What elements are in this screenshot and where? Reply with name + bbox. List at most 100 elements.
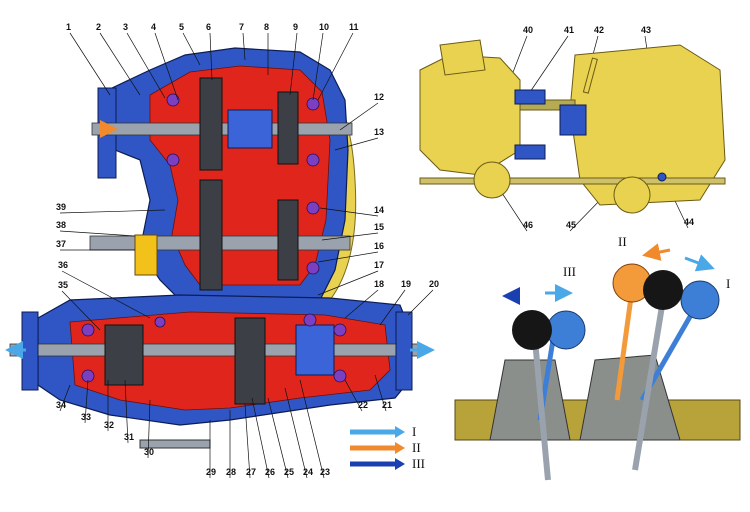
cardan-joint-41 [514,89,546,105]
callout-24: 24 [303,467,313,477]
mount-45 [613,176,651,214]
callout-leader-20 [407,289,434,316]
left-boot [489,359,571,441]
callout-16: 16 [374,241,384,251]
legend-label-3: III [412,456,425,471]
coupling-sleeve-1 [227,109,273,149]
callout-leader-25 [267,397,289,479]
callout-28: 28 [226,467,236,477]
callout-leader-38 [59,230,136,237]
coupling-sleeve-2 [295,324,335,376]
callout-leader-22 [344,379,363,412]
legend-label-2: II [412,440,421,455]
callout-leader-21 [374,374,387,412]
callout-15: 15 [374,222,384,232]
callout-20: 20 [429,279,439,289]
bearings [81,93,347,383]
diff-gear [234,317,266,405]
bellhousing [439,39,486,76]
lever-43 [582,57,598,94]
cardan-joint-lower [514,144,546,160]
callout-23: 23 [320,467,330,477]
lever-ghost-blue-left [546,310,586,350]
callout-46: 46 [523,220,533,230]
callout-leader-24 [284,387,308,479]
callout-40: 40 [523,25,533,35]
legend-arrowhead-1 [395,426,405,438]
callout-leader-30 [147,399,151,459]
output-gear [104,324,144,386]
callout-leader-2 [99,32,141,96]
legend-label-1: I [412,424,416,439]
callout-14: 14 [374,205,384,215]
vehicle-drivetrain-view [419,39,726,214]
callout-leader-36 [61,270,151,319]
callout-44: 44 [684,217,694,227]
callout-11: 11 [349,22,359,32]
callout-leader-6 [209,32,213,81]
callout-38: 38 [56,220,66,230]
right-boot [579,354,681,441]
callout-5: 5 [179,22,184,32]
bracket-44 [657,172,667,182]
callout-leader-1 [69,32,111,96]
lever-knob-left [512,310,552,350]
callout-17: 17 [374,260,384,270]
gear-upper-right [277,91,299,165]
output-shaft [9,343,421,357]
callout-leader-12 [339,102,379,131]
shift-lever-diagram: III II I [454,234,741,481]
callout-37: 37 [56,239,66,249]
callout-13: 13 [374,127,384,137]
callout-1: 1 [66,22,71,32]
callout-7: 7 [239,22,244,32]
callout-leader-16 [317,251,379,263]
callout-2: 2 [96,22,101,32]
callout-leader-39 [59,209,166,214]
frame-rail [419,177,726,185]
callout-leader-14 [319,207,379,217]
callout-leader-13 [334,137,379,151]
callout-41: 41 [564,25,574,35]
lever-knob-right [643,270,683,310]
front-pump [134,234,158,276]
gear-mid-right [277,199,299,281]
callout-29: 29 [206,467,216,477]
callout-30: 30 [144,447,154,457]
callout-31: 31 [124,432,134,442]
gear-upper-left [199,77,223,171]
callout-leader-33 [84,379,89,424]
gearbox-body [419,54,521,176]
callout-leader-34 [59,384,71,412]
callout-leader-41 [527,35,569,96]
mount-46 [473,161,511,199]
callout-33: 33 [81,412,91,422]
output-flange-right [395,311,413,391]
callout-21: 21 [382,400,392,410]
callout-12: 12 [374,92,384,102]
callout-45: 45 [566,220,576,230]
callout-leader-11 [317,32,354,101]
callout-leader-15 [321,232,379,241]
callout-leader-3 [126,32,166,99]
callout-leader-35 [61,290,101,331]
callout-leader-5 [182,32,201,66]
callout-10: 10 [319,22,329,32]
callout-32: 32 [104,420,114,430]
callout-leader-23 [299,379,325,479]
cardan-joint-42 [559,104,587,136]
callout-leader-26 [251,397,270,479]
legend-arrowhead-3 [395,458,405,470]
callout-leader-31 [124,379,129,444]
callout-22: 22 [358,400,368,410]
callout-9: 9 [293,22,298,32]
lever-label-II: II [618,234,627,249]
callout-8: 8 [264,22,269,32]
transfer-case-section [5,47,435,449]
legend-arrowhead-2 [395,442,405,454]
callout-35: 35 [58,280,68,290]
lever-label-III: III [563,264,576,279]
callout-leader-18 [344,289,379,319]
